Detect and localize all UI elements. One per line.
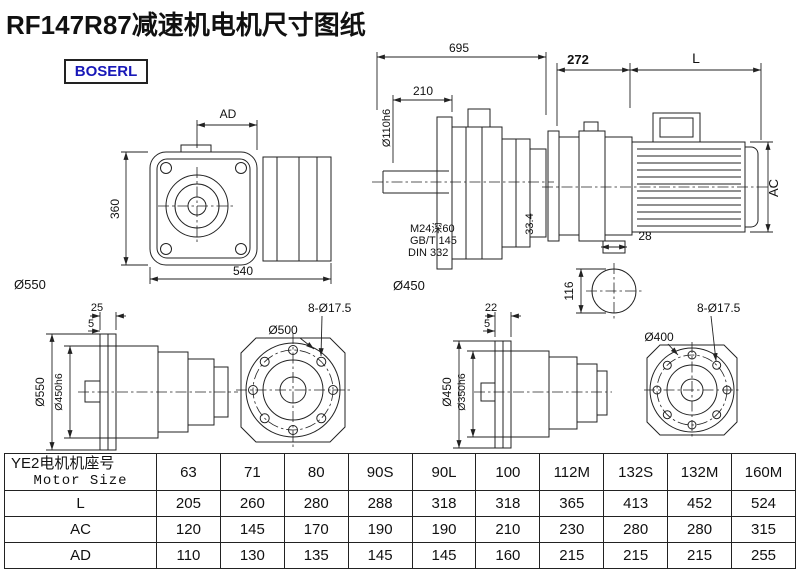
dim-d350h6-label: Ø350h6 xyxy=(456,373,468,411)
dim-holes-large-label: 8-Ø17.5 xyxy=(308,301,352,315)
dim-210-label: 210 xyxy=(413,84,433,98)
table-cell: 210 xyxy=(475,516,541,543)
dim-holes-small-label: 8-Ø17.5 xyxy=(697,301,741,315)
dim-shaft-dia-label: Ø110h6 xyxy=(381,109,393,147)
motor-view-drawing: 272 L AC 28 116 xyxy=(542,50,781,319)
table-cell: 365 xyxy=(539,490,605,517)
dim-d500-label: Ø500 xyxy=(268,323,298,337)
dim-116-label: 116 xyxy=(562,281,576,300)
size-column-header: 63 xyxy=(156,453,221,491)
dim-d550-outer-label: Ø550 xyxy=(33,377,47,407)
header-label-cn: YE2电机机座号 xyxy=(11,454,115,472)
table-cell: 288 xyxy=(347,490,413,517)
table-cell: 190 xyxy=(411,516,477,543)
table-cell: 215 xyxy=(539,542,605,569)
table-cell: 280 xyxy=(603,516,669,543)
table-cell: 260 xyxy=(219,490,285,517)
row-label: AD xyxy=(4,542,157,569)
flange-face-view-large: Ø500 8-Ø17.5 xyxy=(236,301,352,447)
table-cell: 413 xyxy=(603,490,669,517)
size-column-header: 160M xyxy=(731,453,796,491)
table-cell: 160 xyxy=(475,542,541,569)
table-cell: 110 xyxy=(156,542,221,569)
table-cell: 205 xyxy=(156,490,221,517)
tap-spec-line2: GB/T 145 xyxy=(410,235,457,247)
table-cell: 170 xyxy=(283,516,349,543)
header-label-en: Motor Size xyxy=(33,472,128,489)
flange-face-view-small: Ø400 8-Ø17.5 xyxy=(644,301,741,438)
table-cell: 280 xyxy=(667,516,733,543)
brand-logo: BOSERL xyxy=(64,59,148,84)
table-cell: 452 xyxy=(667,490,733,517)
size-column-header: 100 xyxy=(475,453,541,491)
technical-drawing: AD 360 540 Ø550 695 210 Ø110h6 M24深60 xyxy=(14,41,781,451)
tap-spec-line1: M24深60 xyxy=(410,222,455,235)
table-cell: 145 xyxy=(219,516,285,543)
table-cell: 315 xyxy=(731,516,796,543)
dim-540-label: 540 xyxy=(233,264,253,278)
size-column-header: 90L xyxy=(411,453,477,491)
tap-spec-line3: DIN 332 xyxy=(408,247,448,259)
dim-5b-label: 5 xyxy=(484,318,490,330)
table-cell: 230 xyxy=(539,516,605,543)
table-row-L: L 205 260 280 288 318 318 365 413 452 52… xyxy=(4,490,796,517)
dim-5-label: 5 xyxy=(88,318,94,330)
size-column-header: 80 xyxy=(283,453,349,491)
dim-695-label: 695 xyxy=(449,41,469,55)
size-column-header: 112M xyxy=(539,453,605,491)
motor-size-header-cell: YE2电机机座号 Motor Size xyxy=(4,453,157,491)
table-cell: 524 xyxy=(731,490,796,517)
table-cell: 130 xyxy=(219,542,285,569)
table-cell: 145 xyxy=(411,542,477,569)
dim-d400-label: Ø400 xyxy=(644,330,674,344)
table-row-AC: AC 120 145 170 190 190 210 230 280 280 3… xyxy=(4,516,796,543)
size-column-header: 71 xyxy=(219,453,285,491)
table-cell: 255 xyxy=(731,542,796,569)
row-label: L xyxy=(4,490,157,517)
dim-25-label: 25 xyxy=(91,302,103,314)
table-cell: 120 xyxy=(156,516,221,543)
dim-272-label: 272 xyxy=(567,52,589,67)
table-cell: 318 xyxy=(475,490,541,517)
table-header-row: YE2电机机座号 Motor Size 63 71 80 90S 90L 100… xyxy=(4,453,796,491)
flange-side-view-small: 22 5 Ø450 Ø350h6 xyxy=(440,302,612,449)
dim-L-label: L xyxy=(692,50,700,66)
row-label: AC xyxy=(4,516,157,543)
dim-ad-label: AD xyxy=(220,107,237,121)
dim-AC-label: AC xyxy=(766,179,781,197)
table-cell: 318 xyxy=(411,490,477,517)
table-cell: 135 xyxy=(283,542,349,569)
dim-d450-label: Ø450 xyxy=(393,278,425,293)
dim-22-label: 22 xyxy=(485,302,497,314)
dim-d550-label: Ø550 xyxy=(14,277,46,292)
table-cell: 215 xyxy=(667,542,733,569)
dim-28-label: 28 xyxy=(638,229,652,243)
size-column-header: 90S xyxy=(347,453,413,491)
table-cell: 280 xyxy=(283,490,349,517)
table-cell: 215 xyxy=(603,542,669,569)
front-view-drawing: AD 360 540 Ø550 xyxy=(14,107,332,292)
size-column-header: 132M xyxy=(667,453,733,491)
size-column-header: 132S xyxy=(603,453,669,491)
table-row-AD: AD 110 130 135 145 145 160 215 215 215 2… xyxy=(4,542,796,569)
table-cell: 145 xyxy=(347,542,413,569)
dim-334-label: 33.4 xyxy=(524,213,536,234)
dim-d450-outer-label: Ø450 xyxy=(440,377,454,407)
flange-side-view-large: 25 5 Ø550 Ø450h6 xyxy=(33,302,238,451)
page-title: RF147R87减速机电机尺寸图纸 xyxy=(6,10,366,40)
table-cell: 190 xyxy=(347,516,413,543)
dim-360-label: 360 xyxy=(108,199,122,219)
motor-size-table: YE2电机机座号 Motor Size 63 71 80 90S 90L 100… xyxy=(4,453,796,569)
side-view-drawing: 695 210 Ø110h6 M24深60 GB/T 145 DIN 332 3… xyxy=(372,41,554,293)
dim-d450h6-label: Ø450h6 xyxy=(53,373,65,411)
